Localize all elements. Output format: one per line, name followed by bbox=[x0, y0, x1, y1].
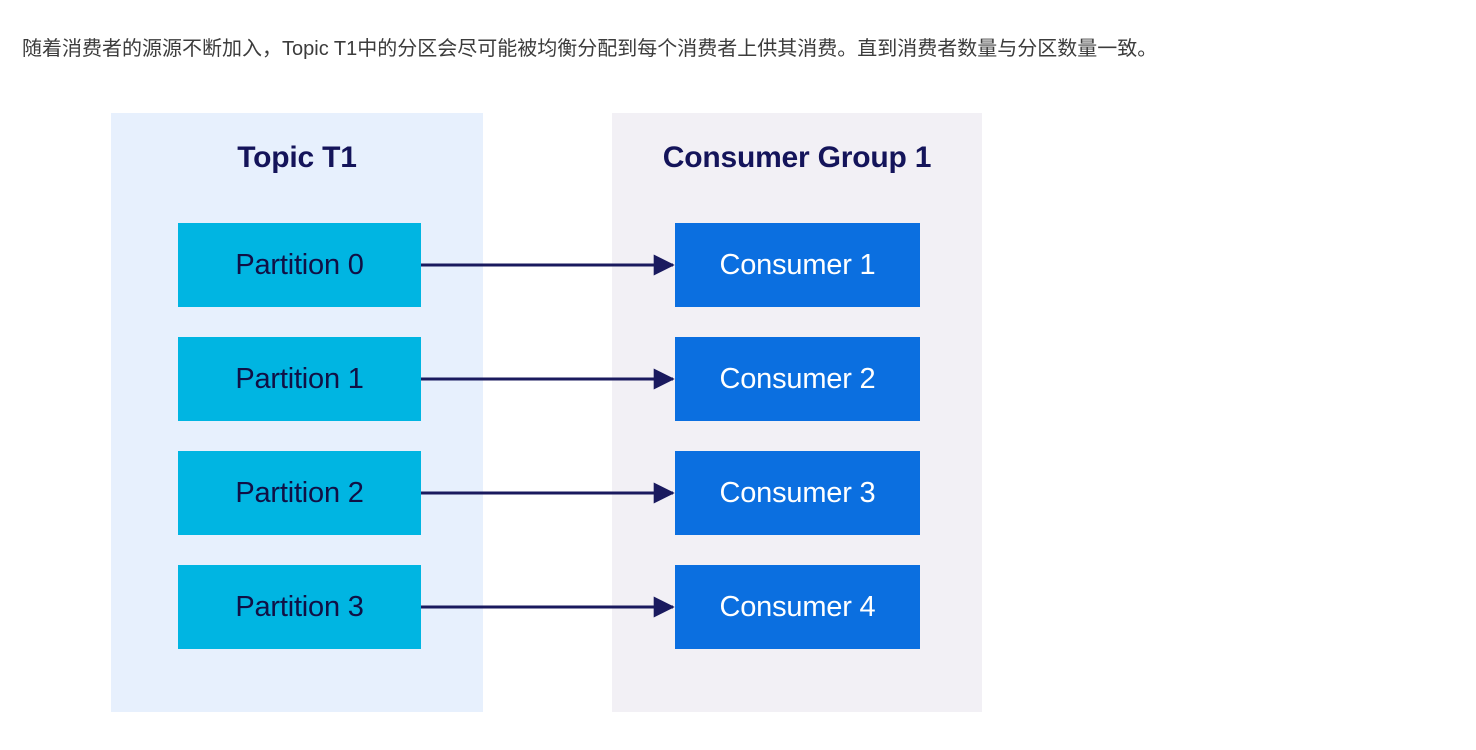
caption-text: 随着消费者的源源不断加入，Topic T1中的分区会尽可能被均衡分配到每个消费者… bbox=[22, 38, 1158, 60]
partition-box-3[interactable]: Partition 3 bbox=[178, 565, 421, 649]
consumer-box-4[interactable]: Consumer 4 bbox=[675, 565, 920, 649]
consumer-group-panel-title: Consumer Group 1 bbox=[662, 141, 932, 174]
consumer-box-1[interactable]: Consumer 1 bbox=[675, 223, 920, 307]
partition-box-0[interactable]: Partition 0 bbox=[178, 223, 421, 307]
consumer-box-2[interactable]: Consumer 2 bbox=[675, 337, 920, 421]
topic-panel-title: Topic T1 bbox=[237, 141, 357, 174]
consumer-box-3[interactable]: Consumer 3 bbox=[675, 451, 920, 535]
partition-box-1[interactable]: Partition 1 bbox=[178, 337, 421, 421]
partition-box-2[interactable]: Partition 2 bbox=[178, 451, 421, 535]
